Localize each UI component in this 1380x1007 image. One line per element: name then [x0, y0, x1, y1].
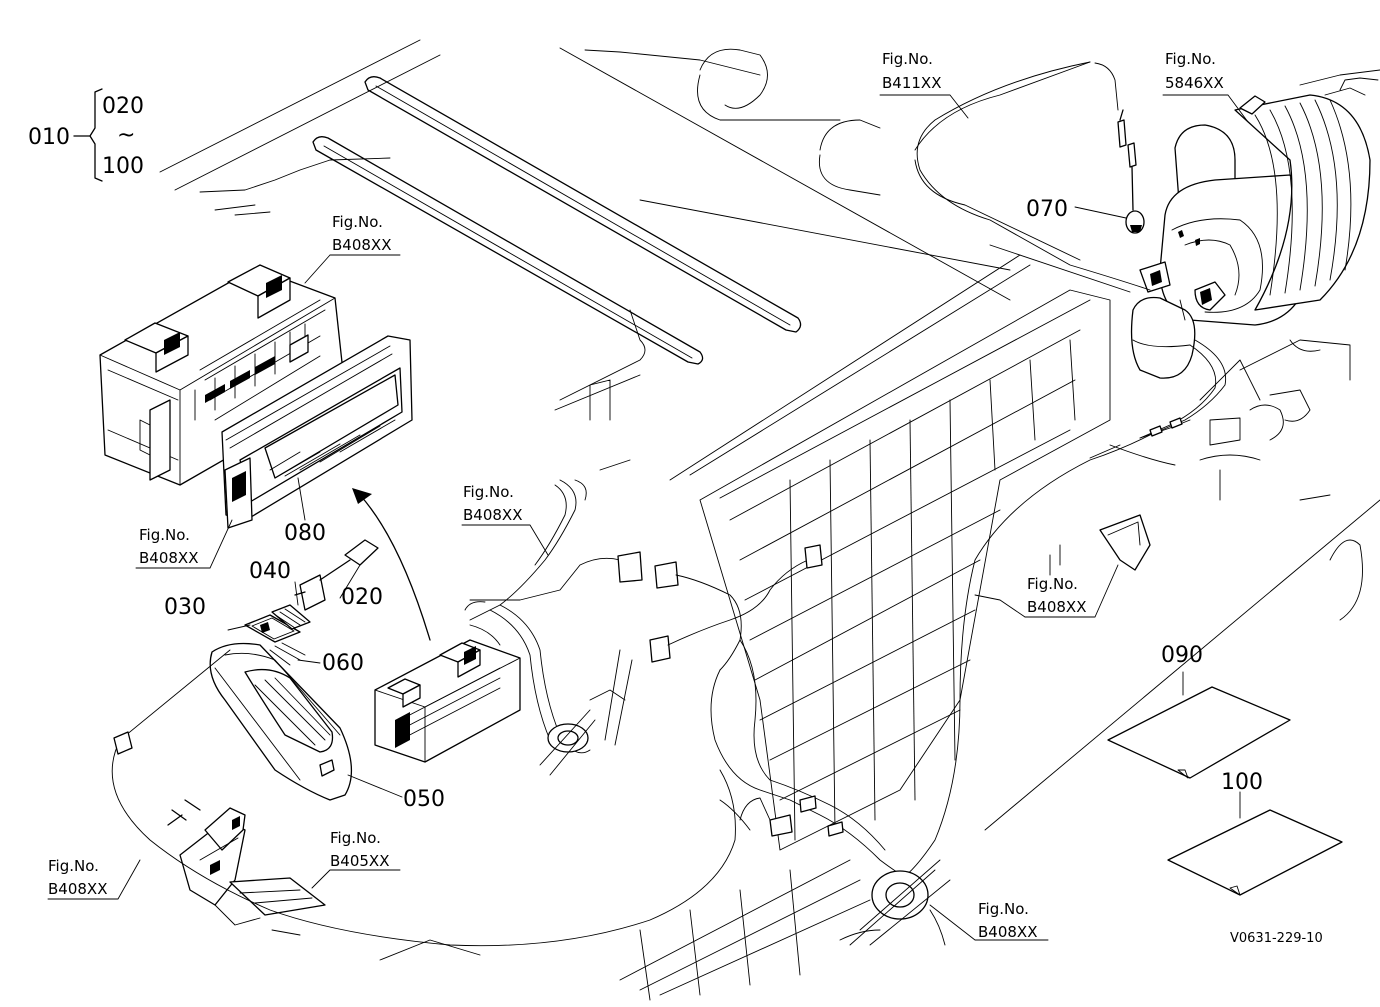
fig-ref-b408xx-harness: Fig.No. B408XX	[463, 483, 522, 524]
fig-ref-label: Fig.No.	[463, 483, 514, 501]
fig-ref-b405xx: Fig.No. B405XX	[330, 829, 389, 870]
wire-harness	[111, 61, 1227, 947]
callout-090: 090	[1161, 643, 1203, 668]
leader-lines	[47, 94, 1249, 941]
rear-grille-mesh	[379, 289, 1111, 1001]
callout-030: 030	[164, 595, 206, 620]
blower-motor-assembly	[1117, 69, 1380, 379]
fig-ref-b408xx-right: Fig.No. B408XX	[1027, 575, 1086, 616]
sheet-090	[1107, 686, 1291, 779]
callout-010: 010	[28, 125, 70, 150]
callout-050: 050	[403, 787, 445, 812]
callout-040: 040	[249, 559, 291, 584]
fig-ref-label: Fig.No.	[978, 900, 1029, 918]
fig-ref-code: B408XX	[1027, 598, 1086, 616]
fig-reference-labels: Fig.No. B411XX Fig.No. 5846XX Fig.No. B4…	[48, 50, 1224, 941]
fig-ref-code: B408XX	[48, 880, 107, 898]
cab-body-outline	[159, 39, 1380, 831]
fig-ref-code: B405XX	[330, 852, 389, 870]
callout-080: 080	[284, 521, 326, 546]
fig-ref-5846xx: Fig.No. 5846XX	[1165, 50, 1224, 92]
fig-ref-label: Fig.No.	[1165, 50, 1216, 68]
fig-ref-label: Fig.No.	[48, 857, 99, 875]
range-tilde: ~	[117, 123, 135, 148]
callout-100-range-end: 100	[102, 154, 144, 179]
sheet-100	[1167, 809, 1343, 896]
drawing-code: V0631-229-10	[1230, 931, 1323, 946]
callout-060: 060	[322, 651, 364, 676]
fig-ref-code: B408XX	[978, 923, 1037, 941]
fig-ref-label: Fig.No.	[332, 213, 383, 231]
fig-ref-b408xx-lower-left: Fig.No. B408XX	[48, 857, 107, 898]
relay-box	[374, 639, 521, 763]
fig-ref-code: B408XX	[463, 506, 522, 524]
fig-ref-code: B408XX	[139, 549, 198, 567]
fig-ref-b408xx-control-box: Fig.No. B408XX	[332, 213, 391, 254]
fig-ref-b408xx-bottom: Fig.No. B408XX	[978, 900, 1037, 941]
callout-100: 100	[1221, 770, 1263, 795]
fig-ref-code: B408XX	[332, 236, 391, 254]
fig-ref-label: Fig.No.	[139, 526, 190, 544]
callout-labels: 010 020 ~ 100 020 030 040 050 060 070 08…	[28, 94, 1263, 812]
fig-ref-b411xx: Fig.No. B411XX	[882, 50, 941, 92]
group-010-bracket	[73, 88, 103, 182]
ceiling-lamp-assembly	[167, 539, 379, 936]
callout-020-range-start: 020	[102, 94, 144, 119]
fig-ref-b408xx-left-panel: Fig.No. B408XX	[139, 526, 198, 567]
callout-070: 070	[1026, 197, 1068, 222]
fig-ref-label: Fig.No.	[330, 829, 381, 847]
fig-ref-code: 5846XX	[1165, 74, 1224, 92]
fig-ref-label: Fig.No.	[1027, 575, 1078, 593]
fig-ref-code: B411XX	[882, 74, 941, 92]
callout-020: 020	[341, 585, 383, 610]
small-clip-lower-right	[1049, 514, 1151, 576]
assembly-arrow	[352, 488, 431, 641]
filter-cover-080	[221, 335, 413, 529]
fig-ref-label: Fig.No.	[882, 50, 933, 68]
